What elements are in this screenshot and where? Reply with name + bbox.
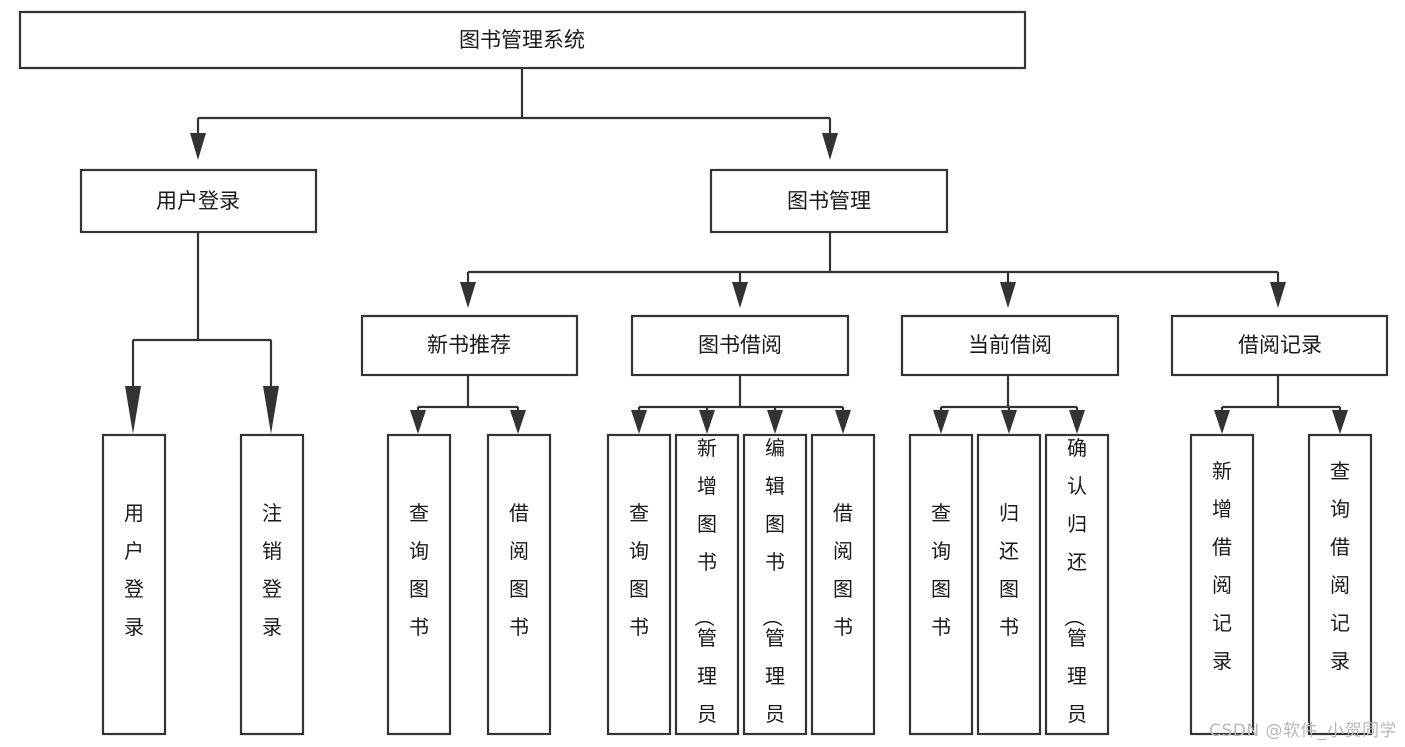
- connector-group-borrow-record: [1214, 375, 1348, 434]
- leaf-box: [976, 433, 1042, 736]
- node-book-borrow-box: [630, 314, 850, 377]
- leaf-node-newbook-borrow[interactable]: 借阅图书: [486, 433, 552, 736]
- arrow-head-borrowrecord-leaf1: [1214, 410, 1230, 434]
- node-user-login-label: 用户登录: [156, 189, 240, 213]
- leaf-label-vertical: 新增借阅记录: [1212, 459, 1232, 673]
- leaf-label-vertical: 查询图书: [629, 501, 649, 639]
- arrow-head-user-login: [190, 133, 206, 160]
- node-current-borrow[interactable]: 当前借阅: [900, 314, 1120, 377]
- arrow-head-borrowrecord-leaf2: [1332, 410, 1348, 434]
- arrow-head-userlogin-leaf2: [263, 386, 279, 434]
- arrow-head-currentborrow-leaf3: [1069, 410, 1085, 434]
- node-book-borrow-label: 图书借阅: [698, 333, 782, 357]
- leaf-label-vertical: 查询借阅记录: [1330, 459, 1350, 673]
- node-new-book-recommend-label: 新书推荐: [427, 333, 511, 357]
- leaf-node-bookborrow-query[interactable]: 查询图书: [606, 433, 672, 736]
- arrow-head-userlogin-leaf1: [125, 386, 141, 434]
- leaf-box: [101, 433, 167, 736]
- connector-group-book-borrow: [631, 375, 851, 434]
- connector-group-book-manage: [460, 232, 1286, 308]
- node-book-manage[interactable]: 图书管理: [709, 168, 949, 234]
- leaf-label-vertical: 用户登录: [124, 501, 144, 639]
- leaf-box: [1307, 433, 1373, 736]
- leaf-box: [606, 433, 672, 736]
- leaf-label-vertical: 归还图书: [999, 501, 1019, 639]
- arrow-head-currentborrow: [1000, 282, 1016, 308]
- node-current-borrow-label: 当前借阅: [968, 333, 1052, 357]
- node-root-system[interactable]: 图书管理系统: [18, 10, 1027, 70]
- arrow-head-book-manage: [822, 133, 838, 160]
- arrow-head-bookborrow-leaf3: [767, 410, 783, 434]
- leaf-label-vertical: 查询图书: [409, 501, 429, 639]
- connector-group-user-login: [125, 232, 279, 434]
- leaf-label-vertical: 借阅图书: [833, 501, 853, 639]
- leaf-label-vertical: 确认归还（管理员）: [1062, 436, 1087, 747]
- leaf-label-vertical: 查询图书: [931, 501, 951, 639]
- leaf-box: [239, 433, 305, 736]
- arrow-head-bookborrow-leaf1: [631, 410, 647, 434]
- leaf-label-vertical: 借阅图书: [509, 501, 529, 639]
- node-borrow-record[interactable]: 借阅记录: [1170, 314, 1389, 377]
- leaf-node-user-login-logout[interactable]: 注销登录: [239, 433, 305, 736]
- leaf-node-user-login-login[interactable]: 用户登录: [101, 433, 167, 736]
- node-user-login[interactable]: 用户登录: [79, 168, 318, 234]
- arrow-head-newbook: [460, 282, 476, 308]
- arrow-head-bookborrow-leaf2: [699, 410, 715, 434]
- leaf-label-vertical: 注销登录: [262, 501, 282, 639]
- arrow-head-currentborrow-leaf1: [933, 410, 949, 434]
- csdn-watermark: CSDN @软件_小贺同学: [1209, 721, 1397, 741]
- connector-group-current-borrow: [933, 375, 1085, 434]
- arrow-head-borrowrecord: [1270, 282, 1286, 308]
- leaf-box: [386, 433, 452, 736]
- arrow-head-newbook-leaf1: [410, 410, 426, 434]
- node-root-label: 图书管理系统: [459, 28, 585, 52]
- leaf-box: [486, 433, 552, 736]
- leaf-node-newbook-query[interactable]: 查询图书: [386, 433, 452, 736]
- connector-group-root: [190, 68, 838, 160]
- node-new-book-recommend[interactable]: 新书推荐: [360, 314, 579, 377]
- node-book-manage-label: 图书管理: [787, 189, 871, 213]
- leaf-node-bookborrow-add[interactable]: 新增图书（管理员）: [674, 433, 740, 747]
- leaf-node-currentborrow-return[interactable]: 归还图书: [976, 433, 1042, 736]
- leaf-box: [1044, 433, 1110, 736]
- leaf-label-vertical: 编辑图书（管理员）: [760, 436, 785, 747]
- node-borrow-record-label: 借阅记录: [1238, 333, 1322, 357]
- arrow-head-currentborrow-leaf2: [1001, 410, 1017, 434]
- leaf-node-bookborrow-edit[interactable]: 编辑图书（管理员）: [742, 433, 808, 747]
- leaf-box: [674, 433, 740, 736]
- node-borrow-record-box: [1170, 314, 1389, 377]
- leaf-node-borrowrecord-add[interactable]: 新增借阅记录: [1189, 433, 1255, 736]
- leaf-box: [810, 433, 876, 736]
- node-user-login-box: [79, 168, 318, 234]
- leaf-box: [1189, 433, 1255, 736]
- leaf-node-currentborrow-query[interactable]: 查询图书: [908, 433, 974, 736]
- arrow-head-bookborrow-leaf4: [835, 410, 851, 434]
- arrow-head-newbook-leaf2: [510, 410, 526, 434]
- node-new-book-recommend-box: [360, 314, 579, 377]
- leaf-node-borrowrecord-query[interactable]: 查询借阅记录: [1307, 433, 1373, 736]
- leaf-label-vertical: 新增图书（管理员）: [692, 436, 717, 747]
- node-root-box: [18, 10, 1027, 70]
- leaf-box: [908, 433, 974, 736]
- leaf-node-currentborrow-confirm[interactable]: 确认归还（管理员）: [1044, 433, 1110, 747]
- node-current-borrow-box: [900, 314, 1120, 377]
- node-book-manage-box: [709, 168, 949, 234]
- connector-group-new-book: [410, 375, 526, 434]
- leaf-box: [742, 433, 808, 736]
- leaf-node-bookborrow-borrow[interactable]: 借阅图书: [810, 433, 876, 736]
- arrow-head-bookborrow: [732, 282, 748, 308]
- node-book-borrow[interactable]: 图书借阅: [630, 314, 850, 377]
